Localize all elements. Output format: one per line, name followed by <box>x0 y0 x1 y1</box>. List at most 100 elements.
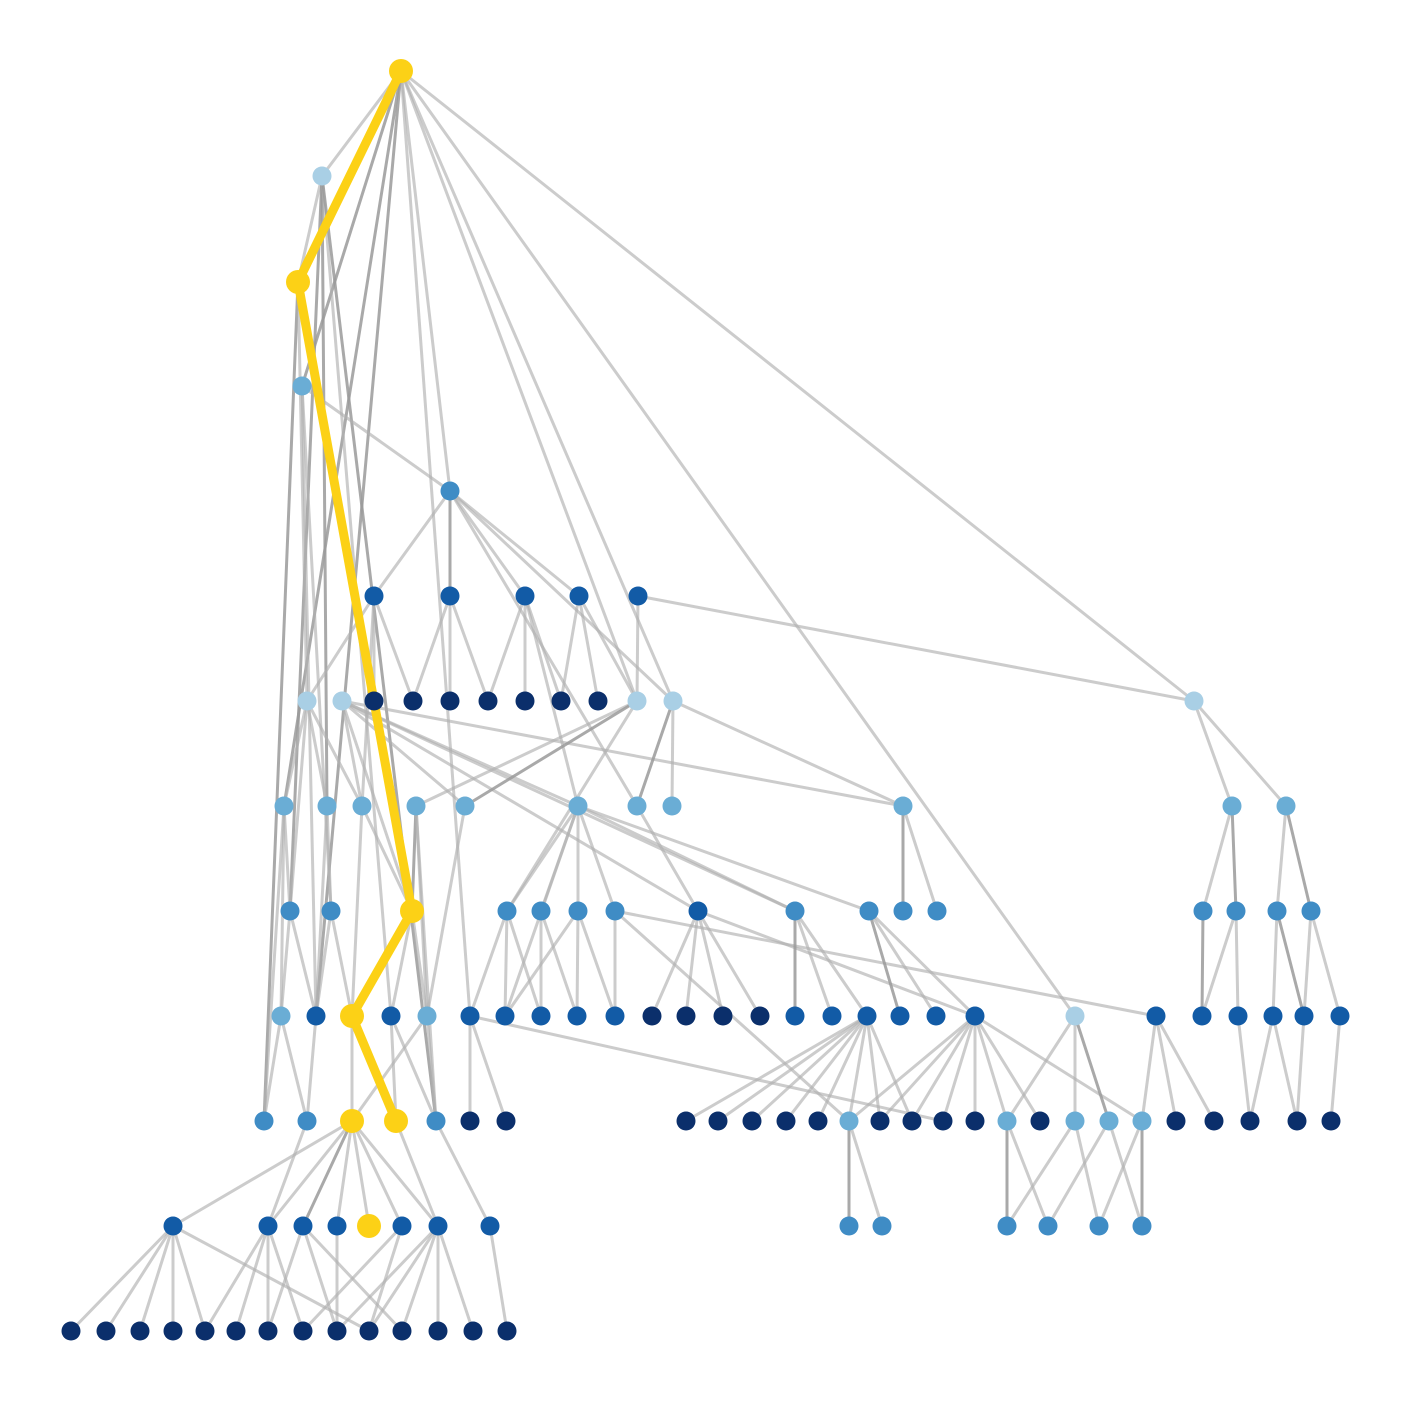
node-n8a[interactable] <box>280 901 300 921</box>
node-n12n[interactable] <box>497 1321 517 1341</box>
node-n9aa[interactable] <box>1330 1006 1350 1026</box>
node-n9b[interactable] <box>306 1006 326 1026</box>
highlighted-node-n2b[interactable] <box>286 270 310 294</box>
node-n7h[interactable] <box>662 796 682 816</box>
node-n12i[interactable] <box>327 1321 347 1341</box>
node-n5e[interactable] <box>628 586 648 606</box>
node-n9o[interactable] <box>785 1006 805 1026</box>
node-n8b[interactable] <box>321 901 341 921</box>
node-n10r[interactable] <box>997 1111 1017 1131</box>
node-n12d[interactable] <box>163 1321 183 1341</box>
node-n12k[interactable] <box>392 1321 412 1341</box>
node-n10z[interactable] <box>1287 1111 1307 1131</box>
node-n10h[interactable] <box>676 1111 696 1131</box>
node-n8p[interactable] <box>1301 901 1321 921</box>
node-n6h[interactable] <box>551 691 571 711</box>
node-n11m[interactable] <box>1089 1216 1109 1236</box>
node-n8j[interactable] <box>859 901 879 921</box>
node-n11h[interactable] <box>480 1216 500 1236</box>
node-n11c[interactable] <box>293 1216 313 1236</box>
node-n9m[interactable] <box>713 1006 733 1026</box>
node-n9q[interactable] <box>857 1006 877 1026</box>
node-n9y[interactable] <box>1263 1006 1283 1026</box>
node-n9a[interactable] <box>271 1006 291 1026</box>
node-n9f[interactable] <box>460 1006 480 1026</box>
node-n12h[interactable] <box>293 1321 313 1341</box>
node-n12l[interactable] <box>428 1321 448 1341</box>
node-n12b[interactable] <box>96 1321 116 1341</box>
node-n6a[interactable] <box>297 691 317 711</box>
node-n6d[interactable] <box>403 691 423 711</box>
node-n7e[interactable] <box>455 796 475 816</box>
node-n11d[interactable] <box>327 1216 347 1236</box>
node-n12g[interactable] <box>258 1321 278 1341</box>
node-n10y[interactable] <box>1240 1111 1260 1131</box>
node-n1a[interactable] <box>312 166 332 186</box>
node-n9v[interactable] <box>1146 1006 1166 1026</box>
node-n9g[interactable] <box>495 1006 515 1026</box>
node-n11j[interactable] <box>872 1216 892 1236</box>
node-n10t[interactable] <box>1065 1111 1085 1131</box>
node-n9j[interactable] <box>605 1006 625 1026</box>
node-n9u[interactable] <box>1065 1006 1085 1026</box>
highlighted-node-root[interactable] <box>389 59 413 83</box>
node-n10u[interactable] <box>1099 1111 1119 1131</box>
node-n10b[interactable] <box>297 1111 317 1131</box>
node-n11b[interactable] <box>258 1216 278 1236</box>
node-n6e[interactable] <box>440 691 460 711</box>
node-n12c[interactable] <box>130 1321 150 1341</box>
node-n5b[interactable] <box>440 586 460 606</box>
node-n8o[interactable] <box>1267 901 1287 921</box>
node-n10x[interactable] <box>1204 1111 1224 1131</box>
node-n12j[interactable] <box>359 1321 379 1341</box>
node-n3a[interactable] <box>292 376 312 396</box>
node-n6b[interactable] <box>332 691 352 711</box>
node-n9x[interactable] <box>1228 1006 1248 1026</box>
node-n10k[interactable] <box>776 1111 796 1131</box>
node-n10aa[interactable] <box>1321 1111 1341 1131</box>
node-n9l[interactable] <box>676 1006 696 1026</box>
node-n12m[interactable] <box>463 1321 483 1341</box>
node-n4a[interactable] <box>440 481 460 501</box>
node-n7b[interactable] <box>317 796 337 816</box>
node-n10g[interactable] <box>496 1111 516 1131</box>
node-n9e[interactable] <box>417 1006 437 1026</box>
node-n7i[interactable] <box>893 796 913 816</box>
node-n8f[interactable] <box>568 901 588 921</box>
node-n8k[interactable] <box>893 901 913 921</box>
highlighted-node-n10c[interactable] <box>340 1109 364 1133</box>
node-n5c[interactable] <box>515 586 535 606</box>
node-n9n[interactable] <box>750 1006 770 1026</box>
node-n8e[interactable] <box>531 901 551 921</box>
node-n9t[interactable] <box>965 1006 985 1026</box>
node-n8g[interactable] <box>605 901 625 921</box>
highlighted-node-n10d[interactable] <box>384 1109 408 1133</box>
node-n10i[interactable] <box>708 1111 728 1131</box>
node-n10v[interactable] <box>1132 1111 1152 1131</box>
node-n7g[interactable] <box>627 796 647 816</box>
node-n10l[interactable] <box>808 1111 828 1131</box>
node-n5d[interactable] <box>569 586 589 606</box>
node-n11l[interactable] <box>1038 1216 1058 1236</box>
node-n11f[interactable] <box>392 1216 412 1236</box>
node-n10n[interactable] <box>870 1111 890 1131</box>
node-n7j[interactable] <box>1222 796 1242 816</box>
node-n9s[interactable] <box>926 1006 946 1026</box>
node-n10s[interactable] <box>1030 1111 1050 1131</box>
node-n7a[interactable] <box>274 796 294 816</box>
node-n6c[interactable] <box>364 691 384 711</box>
node-n6g[interactable] <box>515 691 535 711</box>
highlighted-node-n9c[interactable] <box>340 1004 364 1028</box>
node-n6k[interactable] <box>663 691 683 711</box>
node-n10q[interactable] <box>965 1111 985 1131</box>
node-n9p[interactable] <box>822 1006 842 1026</box>
node-n8n[interactable] <box>1226 901 1246 921</box>
node-n7d[interactable] <box>406 796 426 816</box>
node-n12a[interactable] <box>61 1321 81 1341</box>
node-n9h[interactable] <box>531 1006 551 1026</box>
highlighted-node-n8c[interactable] <box>400 899 424 923</box>
node-n8m[interactable] <box>1193 901 1213 921</box>
node-n11k[interactable] <box>997 1216 1017 1236</box>
node-n8d[interactable] <box>497 901 517 921</box>
node-n10p[interactable] <box>933 1111 953 1131</box>
